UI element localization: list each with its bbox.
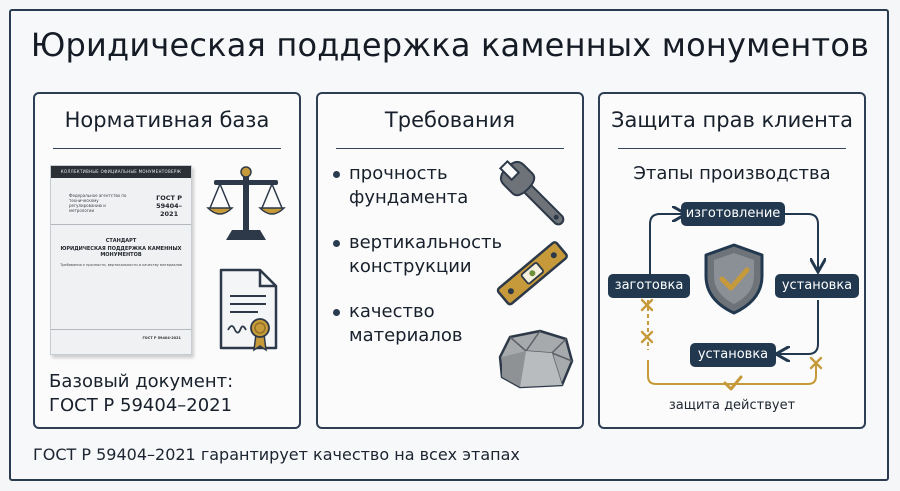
card-title: Защита прав клиента [610, 108, 854, 132]
certificate-icon [219, 268, 278, 352]
page-title: Юридическая поддержка каменных монументо… [30, 26, 870, 64]
footer-text: ГОСТ Р 59404–2021 гарантирует качество н… [33, 445, 520, 464]
card-divider [53, 148, 281, 149]
requirement-item: прочность фундамента [349, 162, 468, 210]
wrench-icon [498, 159, 565, 226]
card-divider [336, 148, 564, 149]
card-title: Требования [384, 108, 516, 132]
production-cycle-arrows [640, 190, 866, 391]
requirement-line: качество [349, 301, 435, 322]
list-bullet [333, 309, 340, 316]
card-divider [618, 148, 846, 149]
list-bullet [333, 171, 340, 178]
stage-installation-bottom: установка [690, 343, 776, 367]
requirement-line: вертикальность [349, 232, 503, 253]
document-gost-label: ГОСТ Р 59404– 2021 [156, 194, 182, 218]
stages-title: Этапы производства [633, 163, 831, 184]
shield-check-icon [704, 243, 764, 315]
protection-note: защита действует [668, 398, 796, 413]
document-gost-prefix: ГОСТ Р [156, 194, 182, 202]
caption-line: ГОСТ Р 59404–2021 [49, 395, 233, 416]
document-subtitle: Требования к прочности, вертикальности и… [60, 263, 182, 267]
gost-document-image: КОЛЛЕКТИВНЫЕ ОФИЦИАЛЬНЫЕ МОНУМЕНТОВЕРЖ Ф… [50, 165, 192, 355]
requirement-line: материалов [349, 325, 463, 346]
document-agency-note: Федеральное агентство по техническому ре… [69, 193, 127, 213]
caption-line: Базовый документ: [49, 371, 234, 392]
scales-icon [206, 166, 286, 240]
requirement-line: прочность [349, 163, 448, 184]
document-header: КОЛЛЕКТИВНЫЕ ОФИЦИАЛЬНЫЕ МОНУМЕНТОВЕРЖ [51, 166, 191, 178]
requirement-item: качество материалов [349, 300, 462, 348]
stage-manufacturing: изготовление [681, 202, 785, 226]
stone-icon [498, 329, 574, 389]
document-standard-label: СТАНДАРТ [105, 238, 137, 244]
requirement-line: конструкции [349, 256, 472, 277]
document-rule [51, 329, 191, 330]
base-document-caption: Базовый документ: ГОСТ Р 59404–2021 [49, 370, 233, 418]
document-footer: ГОСТ Р 59404-2021 [142, 336, 181, 340]
stage-blank: заготовка [608, 274, 690, 298]
requirement-line: фундамента [349, 187, 469, 208]
list-bullet [333, 240, 340, 247]
stage-installation-right: установка [775, 274, 859, 298]
document-rule [51, 224, 191, 225]
card-title: Нормативная база [64, 108, 270, 132]
document-title: ЮРИДИЧЕСКАЯ ПОДДЕРЖКА КАМЕННЫХ МОНУМЕНТО… [60, 246, 182, 258]
requirement-item: вертикальность конструкции [349, 231, 502, 279]
document-gost-year: 2021 [160, 210, 179, 218]
level-icon [496, 241, 568, 306]
document-gost-number: 59404– [156, 202, 182, 210]
